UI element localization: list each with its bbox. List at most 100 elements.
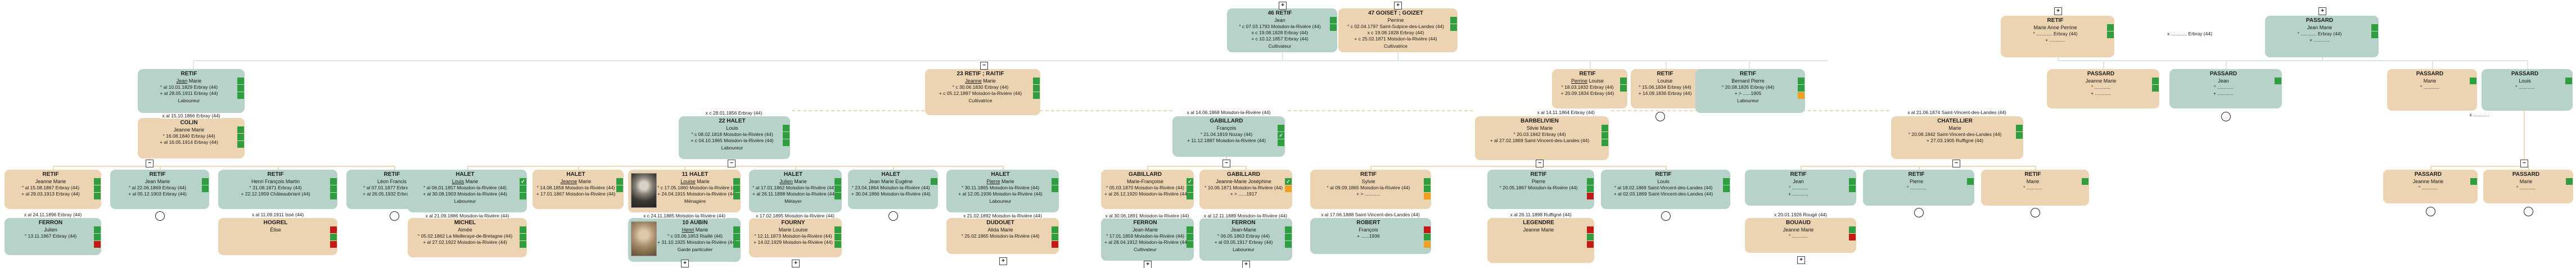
expand-subtree-button[interactable]: + xyxy=(792,260,800,267)
status-marker-red xyxy=(1424,226,1431,233)
connector-line xyxy=(2035,166,2036,170)
person-event-date: + al 28.05.1911 Erbray (44) xyxy=(160,90,218,97)
connector-line xyxy=(1801,166,1802,170)
collapse-subtree-button[interactable]: − xyxy=(1536,160,1544,167)
status-marker-green xyxy=(330,185,337,192)
person-occupation: Laboureur xyxy=(178,98,200,104)
connector-line xyxy=(2432,60,2433,69)
person-occupation: Cultivateur xyxy=(1268,43,1292,49)
expand-subtree-button[interactable]: + xyxy=(1144,261,1152,268)
expand-subtree-button[interactable]: + xyxy=(1797,256,1805,264)
person-event-date: ° 14.08.1858 Moisdon-la-Rivière (44) xyxy=(536,185,615,191)
expand-subtree-button[interactable]: + xyxy=(1394,2,1402,10)
no-descendants-circle xyxy=(2031,208,2040,217)
status-marker-green xyxy=(2016,125,2023,131)
person-event-date: ° 13.11.1867 Erbray (44) xyxy=(24,233,77,239)
connector-line xyxy=(467,166,468,170)
person-given-names: Marie xyxy=(1948,125,1961,131)
person-event-date: ° ............ xyxy=(1788,233,1808,239)
marriage-date-text: x al 26.11.1898 Ruffigné (44) xyxy=(1509,212,1573,217)
status-marker-green xyxy=(2566,178,2573,185)
status-marker-green xyxy=(1033,85,1040,92)
status-marker-green xyxy=(2082,178,2088,185)
expand-subtree-button[interactable]: + xyxy=(2054,7,2062,15)
expand-subtree-button[interactable]: + xyxy=(1279,2,1287,10)
status-marker-green xyxy=(1587,234,1594,240)
collapse-subtree-button[interactable]: − xyxy=(146,160,154,167)
person-event-date: ° ............ xyxy=(1906,185,1927,191)
person-event-date: + > ............ xyxy=(1356,191,1381,197)
collapse-subtree-button[interactable]: − xyxy=(1952,160,1960,167)
person-event-date: + > ......1917 xyxy=(1230,191,1257,197)
person-event-date: x c 19.08.1828 Erbray (44) xyxy=(1367,30,1424,36)
collapse-subtree-button[interactable]: − xyxy=(980,62,988,70)
no-descendants-circle xyxy=(1914,208,1924,217)
status-marker-green xyxy=(1601,139,1608,146)
expand-subtree-button[interactable]: + xyxy=(1242,261,1250,268)
person-event-date: + 24.04.1915 Moisdon-la-Rivière (44) xyxy=(657,191,737,197)
collapse-subtree-button[interactable]: − xyxy=(2520,160,2528,167)
person-event-date: ° 10.06.1871 Moisdon-la-Rivière (44) xyxy=(1204,185,1283,191)
person-given-names: Léon Francis xyxy=(377,178,407,184)
expand-subtree-button[interactable]: + xyxy=(681,260,689,267)
status-marker-green xyxy=(237,78,244,84)
person-event-date: x c 19.08.1828 Erbray (44) xyxy=(1251,30,1309,36)
expand-subtree-button[interactable]: + xyxy=(2318,7,2326,15)
connector-line xyxy=(1246,166,1247,170)
collapse-subtree-button[interactable]: − xyxy=(1222,160,1230,167)
collapse-subtree-button[interactable]: − xyxy=(728,160,736,167)
person-surname: GABILLARD xyxy=(1210,118,1243,124)
person-given-names: Louis Marie xyxy=(452,178,479,184)
person-event-date: + ......1936 xyxy=(1357,233,1380,239)
expand-subtree-button[interactable]: + xyxy=(999,257,1007,265)
